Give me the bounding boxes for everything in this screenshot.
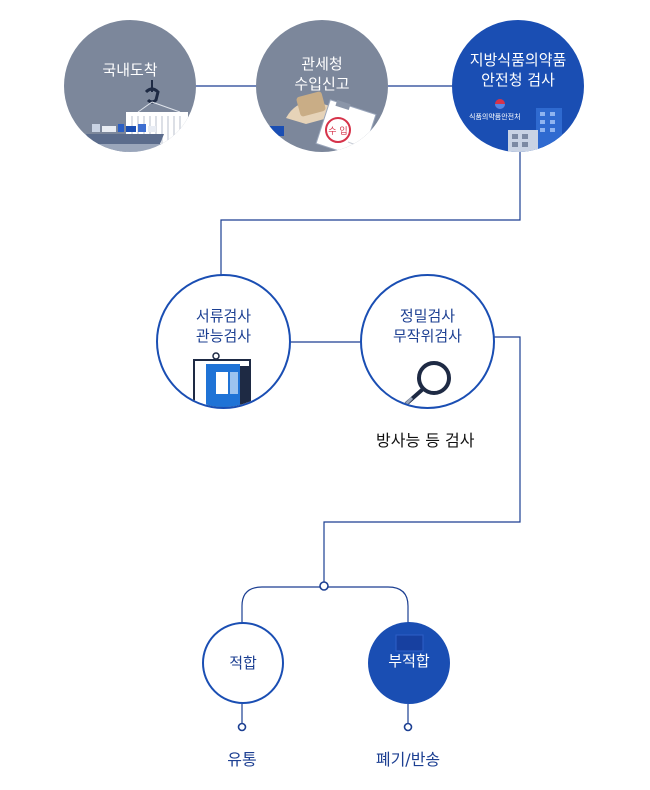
radioactivity-test-note: 방사능 등 검사 xyxy=(376,431,475,450)
stamp-document-icon: 수 입 xyxy=(266,91,377,152)
step-document-sensory-check: 서류검사 관능검사 xyxy=(156,274,291,409)
connector-precision-split xyxy=(323,336,521,586)
connector-mfds-documents xyxy=(220,150,521,276)
result-fail: 부적합 xyxy=(368,622,450,704)
step-mfds-label: 지방식품의약품 안전청 검사 xyxy=(469,51,567,89)
pass-end-node xyxy=(237,722,247,732)
step-mfds-inspection: 지방식품의약품 안전청 검사 식품의약품안전처 xyxy=(452,20,584,152)
step-customs-label: 관세청 수입신고 xyxy=(294,55,350,93)
magnifier-icon xyxy=(402,361,451,407)
government-building-icon xyxy=(495,99,562,152)
split-node xyxy=(319,581,329,591)
fail-disposal-return-label: 폐기/반송 xyxy=(375,750,441,769)
clipboard-folder-icon xyxy=(193,352,251,407)
step-customs-declaration: 관세청 수입신고 수 입 xyxy=(256,20,388,152)
pass-distribution-label: 유통 xyxy=(227,750,257,769)
step-document-label: 서류검사 관능검사 xyxy=(195,307,252,345)
mfds-logo-text: 식품의약품안전처 xyxy=(469,113,521,121)
import-stamp-text: 수 입 xyxy=(328,125,347,137)
step-arrival: 국내도착 xyxy=(64,20,196,152)
step-precision-label: 정밀검사 무작위검사 xyxy=(392,307,462,345)
connector-split-branches xyxy=(241,586,409,624)
step-arrival-label: 국내도착 xyxy=(102,61,158,79)
step-precision-random-check: 정밀검사 무작위검사 xyxy=(360,274,495,409)
result-fail-label: 부적합 xyxy=(388,652,430,670)
result-pass-label: 적합 xyxy=(229,654,257,672)
fail-end-node xyxy=(403,722,413,732)
fail-badge-icon xyxy=(395,634,424,652)
cargo-ship-crane-icon xyxy=(86,80,188,152)
result-pass: 적합 xyxy=(202,622,284,704)
